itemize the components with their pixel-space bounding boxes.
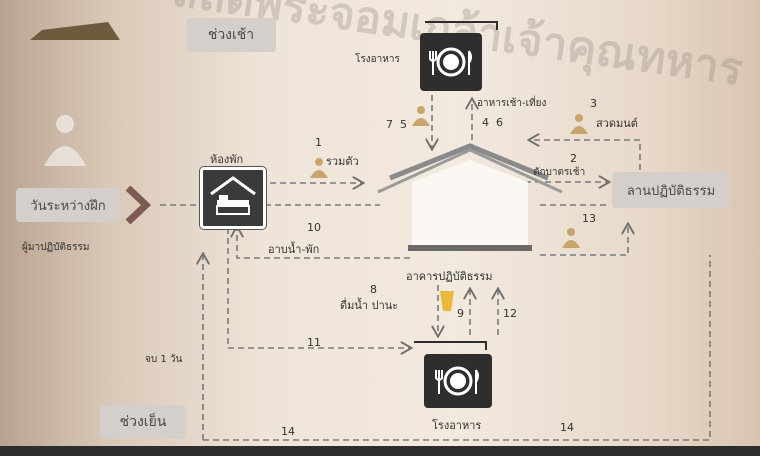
line-10: [237, 228, 410, 258]
training-day-box: วันระหว่างฝึก: [16, 188, 120, 222]
meals-label: อาหารเช้า-เที่ยง: [477, 96, 546, 111]
canteen-bottom-icon: [424, 354, 492, 408]
end-day-label: จบ 1 วัน: [145, 352, 182, 367]
step-number: 5: [400, 118, 407, 131]
canteen-bottom-label: โรงอาหาร: [432, 416, 481, 434]
step-number: 8: [370, 283, 377, 296]
step-number: 2: [570, 152, 577, 165]
period-morning: ช่วงเช้า: [186, 18, 276, 52]
step-number: 14: [281, 425, 295, 438]
chant-label: สวดมนต์: [596, 114, 638, 132]
step-number: 4: [482, 116, 489, 129]
room-label: ห้องพัก: [210, 150, 243, 168]
chevron-right-icon: [128, 188, 146, 222]
practitioner-label: ผู้มาปฏิบัติธรรม: [22, 240, 89, 255]
rest-label: อาบน้ำ-พัก: [268, 240, 319, 258]
step-number: 14: [560, 421, 574, 434]
monk-icon: [410, 104, 432, 128]
alms-label: ตักบาตรเช้า: [533, 165, 585, 180]
decor-stripe: [30, 22, 120, 40]
canteen-top-icon: [420, 33, 482, 91]
step-number: 13: [582, 212, 596, 225]
hall-label: อาคารปฏิบัติธรรม: [406, 267, 493, 285]
buddha-icon: [40, 112, 90, 168]
step-number: 12: [503, 307, 517, 320]
step-number: 6: [496, 116, 503, 129]
period-evening: ช่วงเย็น: [100, 405, 186, 439]
hall-building: [378, 146, 562, 251]
gather-label: รวมตัว: [326, 152, 359, 170]
monk-icon: [560, 226, 582, 250]
courtyard-box: ลานปฏิบัติธรรม: [612, 172, 730, 208]
step-number: 11: [307, 336, 321, 349]
step-number: 7: [386, 118, 393, 131]
monk-icon: [568, 112, 590, 136]
line-13: [540, 225, 628, 255]
step-number: 9: [457, 307, 464, 320]
bed-room-icon: [200, 167, 266, 229]
step-number: 10: [307, 221, 321, 234]
step-number: 1: [315, 136, 322, 149]
step-number: 3: [590, 97, 597, 110]
canteen-top-label: โรงอาหาร: [355, 52, 400, 67]
drink-label: ดื่มน้ำ ปานะ: [340, 296, 398, 314]
drink-cup-icon: [438, 289, 456, 313]
